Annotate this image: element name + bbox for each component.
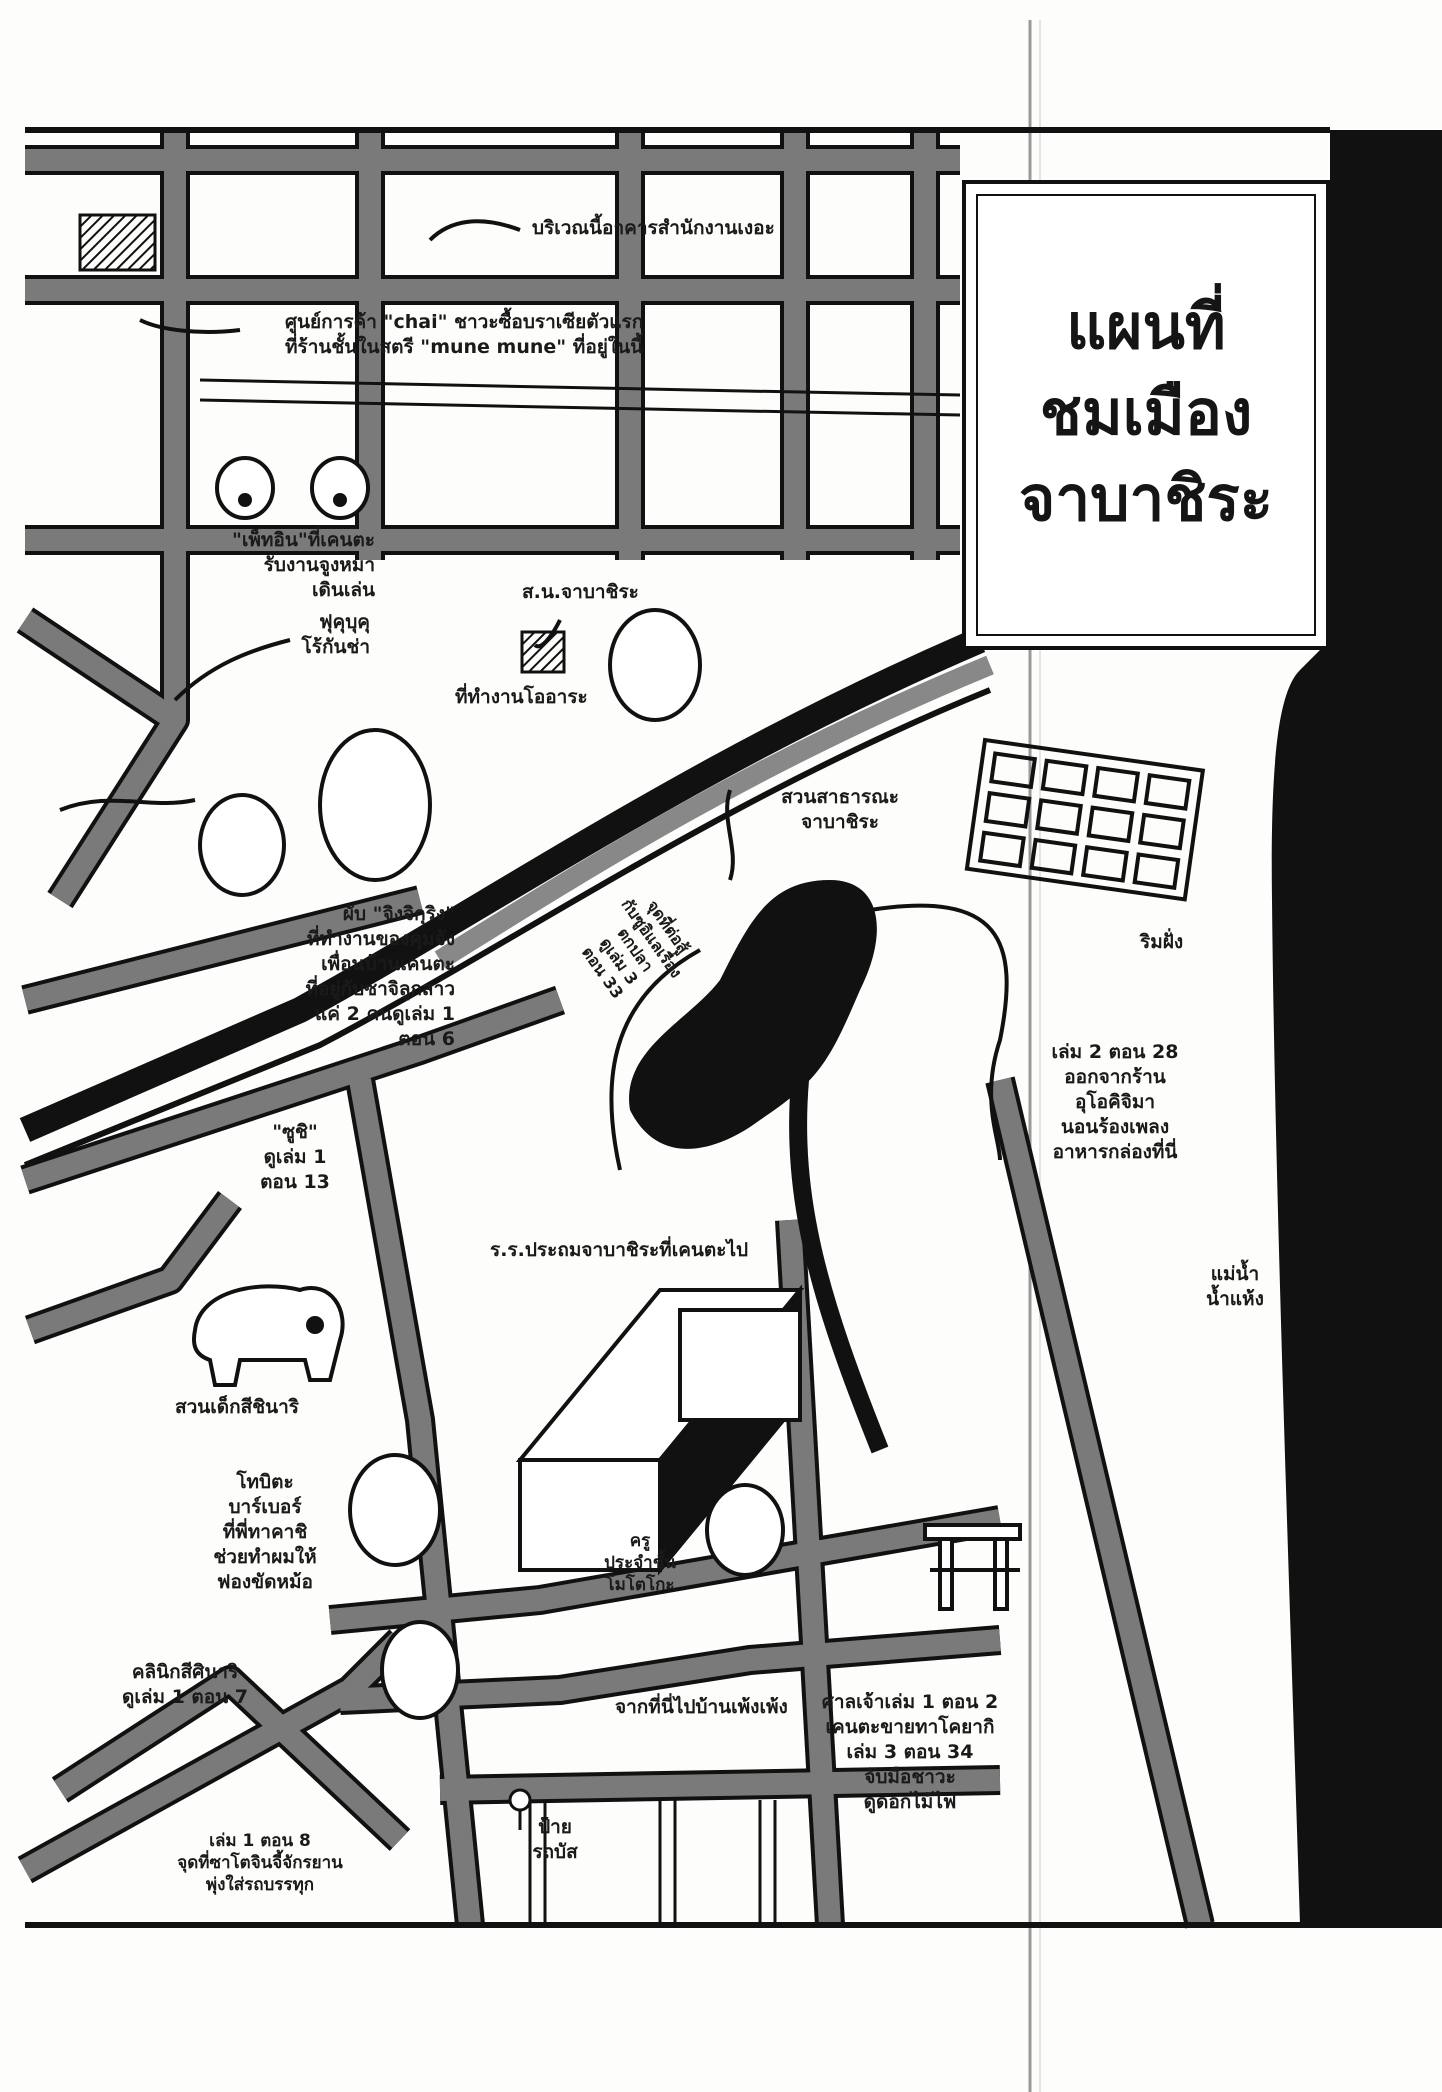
- face-woman-curly: [318, 728, 432, 882]
- riverbank-dark-area: [1271, 130, 1442, 1925]
- roads: [16, 130, 1215, 1929]
- dog-faces: [215, 456, 370, 520]
- riverside-buildings: [964, 737, 1206, 902]
- label-vol2-ep28: เล่ม 2 ตอน 28 ออกจากร้าน อุโอคิจิมา นอนร…: [1051, 1041, 1179, 1163]
- label-to-pengpeng-house: จากที่นี่ไปบ้านเพ้งเพ้ง: [615, 1696, 788, 1718]
- stream: [789, 1079, 889, 1454]
- character-faces: [198, 608, 785, 1720]
- leader-arrows: [59, 219, 735, 881]
- label-riverbank: ริมฝั่ง: [1140, 931, 1184, 953]
- label-park: สวนสาธารณะ จาบาชิระ: [781, 786, 899, 833]
- face-girl-bob: [198, 793, 286, 897]
- title-box: แผนที่ ชมเมือง จาบาชิระ: [962, 180, 1330, 650]
- railway: [19, 628, 986, 1142]
- label-office-area: บริเวณนี้อาคารสำนักงานเงอะ: [532, 217, 775, 239]
- police-box: [520, 630, 566, 674]
- shrine-torii: [923, 1523, 1022, 1611]
- face-takashi: [348, 1453, 442, 1567]
- label-bus-stop: ป้าย รถบัส: [532, 1816, 578, 1863]
- label-sushi: "ซูชิ" ดูเล่ม 1 ตอน 13: [260, 1121, 330, 1193]
- label-pet-inn: "เพ็ทอิน"ที่เคนตะ รับงานจูงหมา เดินเล่น: [231, 529, 375, 601]
- label-oara-office: ที่ทำงานโออาระ: [455, 686, 588, 708]
- elephant-slide: [191, 1284, 345, 1387]
- park-boundary: [609, 903, 1009, 1171]
- label-vol1-ep8: เล่ม 1 ตอน 8 จุดที่ซาโตจินจี้จักรยาน พุ่…: [177, 1831, 343, 1895]
- face-oara: [608, 608, 702, 722]
- pond: [629, 880, 877, 1149]
- label-barber: โทบิตะ บาร์เบอร์ ที่พี่ทาคาชิ ช่วยทำผมให…: [213, 1471, 317, 1593]
- label-teacher: ครู ประจำชั้น โมโตโกะ: [604, 1531, 676, 1595]
- label-police-box: ส.น.จาบาชิระ: [522, 581, 639, 603]
- face-man-clinic: [380, 1620, 460, 1720]
- school-building: [515, 1284, 805, 1576]
- label-shrine: ศาลเจ้าเล่ม 1 ตอน 2 เคนตะขายทาโคยากิ เล่…: [821, 1691, 999, 1813]
- label-kids-park: สวนเด็กสีชินาริ: [175, 1396, 299, 1418]
- office-building: [78, 213, 157, 272]
- face-teacher: [705, 1483, 785, 1577]
- label-river: แม่น้ำ น้ำแห้ง: [1206, 1263, 1264, 1310]
- label-mall: ศูนย์การค้า "chai" ชาวะซื้อบราเซียตัวแรก…: [285, 311, 644, 358]
- bus-stop-sign: [508, 1788, 532, 1830]
- label-clinic: คลินิกสีศินาริ ดูเล่ม 1 ตอน 7: [121, 1661, 249, 1708]
- label-fukubuku: ฟุคุบุคุ โร้กันช่า: [301, 611, 370, 658]
- label-school: ร.ร.ประถมจาบาชิระที่เคนตะไป: [490, 1239, 749, 1261]
- map-title: แผนที่ ชมเมือง จาบาชิระ: [1019, 290, 1273, 535]
- label-pub: ผับ "จิงจิกุริง" ที่ทำงานของคุมจัง เพื่อ…: [305, 903, 455, 1050]
